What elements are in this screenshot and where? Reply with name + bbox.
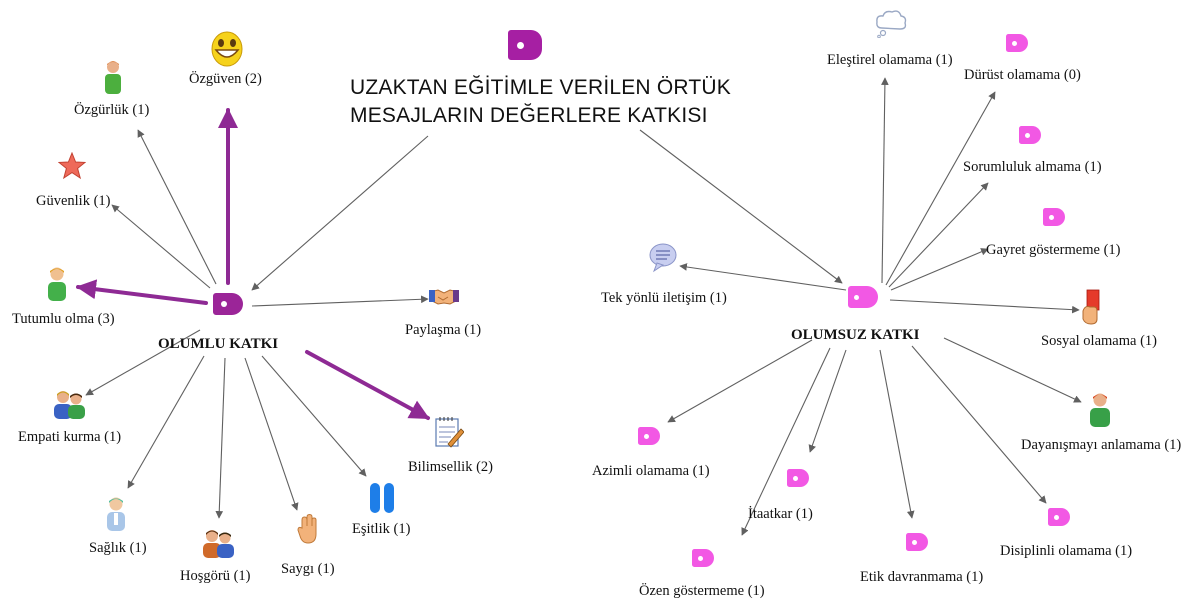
edge-tekyonlu [679, 263, 847, 291]
edge-ozen [741, 347, 831, 536]
root-tag-icon [508, 30, 542, 60]
person-icon [48, 267, 66, 301]
title-line-2: MESAJLARIN DEĞERLERE KATKISI [350, 104, 708, 127]
bilimsellik-label: Bilimsellik (2) [408, 459, 493, 475]
tag-icon [1048, 508, 1070, 526]
negative-hub-tag-icon[interactable] [848, 286, 878, 308]
saglik-label: Sağlık (1) [89, 540, 147, 556]
edge-guvenlik [111, 204, 211, 289]
edge-azimli [667, 339, 813, 423]
tekyonlu-label: Tek yönlü iletişim (1) [601, 290, 727, 306]
edge-tutumlu [76, 279, 208, 305]
edge-durust [885, 91, 996, 286]
positive-hub-tag-icon[interactable] [213, 293, 243, 315]
smiley-icon [211, 31, 243, 67]
notepad-pencil-icon [435, 417, 464, 448]
handshake-icon [429, 289, 459, 305]
dayanisma-label: Dayanışmayı anlamama (1) [1021, 437, 1182, 453]
tag-icon [638, 427, 660, 445]
edge-saglik [127, 355, 205, 489]
star-icon [58, 152, 86, 180]
edge-disiplin [911, 345, 1047, 504]
sosyal-label: Sosyal olamama (1) [1041, 333, 1157, 349]
ozen-label: Özen göstermeme (1) [639, 583, 765, 599]
edge-gayret [890, 248, 989, 291]
edge-hosgoru [215, 357, 226, 519]
edge-itaatkar [808, 349, 847, 453]
edge-empati [85, 329, 201, 396]
edge-elestirel [881, 77, 889, 284]
tag-icon [906, 533, 928, 551]
sorumluluk-label: Sorumluluk almama (1) [963, 159, 1102, 175]
tag-icon [1019, 126, 1041, 144]
guvenlik-label: Güvenlik (1) [36, 193, 111, 209]
edge-etik [879, 349, 915, 519]
etik-label: Etik davranmama (1) [860, 569, 984, 585]
edge-root-positive [251, 135, 429, 291]
thought-cloud-icon [876, 10, 907, 38]
person-icon [105, 61, 121, 94]
durust-label: Dürüst olamama (0) [964, 67, 1081, 83]
people-icon [203, 530, 234, 558]
tag-icon [1006, 34, 1028, 52]
edge-sorumluluk [888, 182, 989, 288]
tag-icon [692, 549, 714, 567]
disiplin-label: Disiplinli olamama (1) [1000, 543, 1133, 559]
esitlik-label: Eşitlik (1) [352, 521, 411, 537]
gayret-label: Gayret göstermeme (1) [986, 242, 1121, 258]
elestirel-label: Eleştirel olamama (1) [827, 52, 953, 68]
edge-bilimsellik [305, 350, 430, 420]
azimli-label: Azimli olamama (1) [592, 463, 710, 479]
equality-pause-icon [370, 483, 394, 513]
hosgoru-label: Hoşgörü (1) [180, 568, 251, 584]
doctor-icon [107, 497, 125, 531]
ozguven-label: Özgüven (2) [189, 71, 262, 87]
speech-bubble-icon [649, 243, 677, 273]
edge-esitlik [261, 355, 367, 477]
paylasma-label: Paylaşma (1) [405, 322, 482, 338]
red-card-icon [1082, 289, 1100, 325]
raised-hand-icon [297, 514, 317, 544]
empati-label: Empati kurma (1) [18, 429, 122, 445]
title-line-1: UZAKTAN EĞİTİMLE VERİLEN ÖRTÜK [350, 76, 731, 99]
people-icon [54, 391, 85, 419]
diagram-title: UZAKTAN EĞİTİMLE VERİLEN ÖRTÜK MESAJLARI… [350, 74, 731, 130]
edge-saygi [244, 357, 299, 511]
negative-hub-label[interactable]: OLUMSUZ KATKI [791, 327, 920, 343]
edge-paylasma [251, 295, 429, 307]
edge-sosyal [889, 299, 1080, 314]
saygi-label: Saygı (1) [281, 561, 335, 577]
tutumlu-label: Tutumlu olma (3) [12, 311, 115, 327]
positive-hub-label[interactable]: OLUMLU KATKI [158, 336, 279, 352]
tag-icon [787, 469, 809, 487]
tag-icon [1043, 208, 1065, 226]
itaatkar-label: İtaatkar (1) [748, 506, 813, 522]
edge-ozgurluk [137, 129, 217, 285]
ozgurluk-label: Özgürlük (1) [74, 102, 150, 118]
edge-root-negative [639, 129, 843, 284]
edge-dayanisma [943, 337, 1082, 403]
person-icon [1090, 393, 1110, 427]
